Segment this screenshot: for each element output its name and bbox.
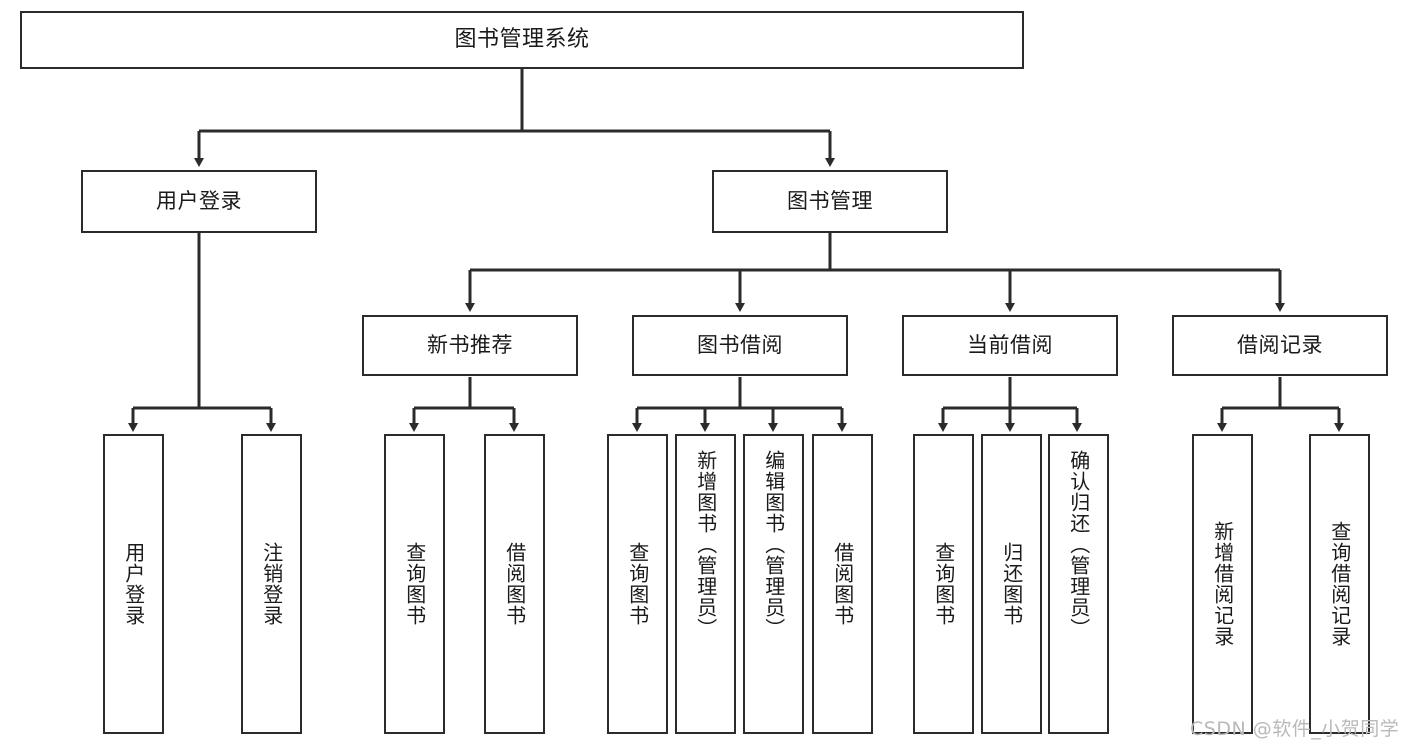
node-label: 当前借阅 <box>967 333 1053 358</box>
leaf-record-query-record[interactable]: 查询借阅记录 <box>1309 434 1370 734</box>
leaf-new-book-query-book[interactable]: 查询图书 <box>384 434 445 734</box>
node-current-borrow[interactable]: 当前借阅 <box>902 315 1118 376</box>
leaf-borrow-query-book[interactable]: 查询图书 <box>607 434 668 734</box>
node-borrow-record[interactable]: 借阅记录 <box>1172 315 1388 376</box>
leaf-borrow-borrow-book[interactable]: 借阅图书 <box>812 434 873 734</box>
node-label: 图书借阅 <box>697 333 783 358</box>
node-label: 新增图书（管理员） <box>693 450 718 639</box>
node-new-book-recommend[interactable]: 新书推荐 <box>362 315 578 376</box>
node-label: 查询借阅记录 <box>1327 521 1352 647</box>
node-label: 确认归还（管理员） <box>1066 450 1091 639</box>
leaf-new-book-borrow-book[interactable]: 借阅图书 <box>484 434 545 734</box>
node-book-borrow[interactable]: 图书借阅 <box>632 315 848 376</box>
node-label: 图书管理系统 <box>454 27 590 53</box>
leaf-borrow-edit-book-admin[interactable]: 编辑图书（管理员） <box>743 434 804 734</box>
node-label: 图书管理 <box>787 189 873 214</box>
node-root-system[interactable]: 图书管理系统 <box>20 11 1024 69</box>
node-label: 借阅图书 <box>830 542 855 626</box>
node-label: 注销登录 <box>259 542 284 626</box>
node-label: 新书推荐 <box>427 333 513 358</box>
leaf-user-login-logout[interactable]: 注销登录 <box>241 434 302 734</box>
node-label: 借阅记录 <box>1237 333 1323 358</box>
node-book-management[interactable]: 图书管理 <box>712 170 948 233</box>
leaf-record-add-record[interactable]: 新增借阅记录 <box>1192 434 1253 734</box>
csdn-watermark: CSDN @软件_小贺同学 <box>1190 718 1400 740</box>
node-label: 查询图书 <box>625 542 650 626</box>
leaf-borrow-add-book-admin[interactable]: 新增图书（管理员） <box>675 434 736 734</box>
node-user-login[interactable]: 用户登录 <box>81 170 317 233</box>
node-label: 新增借阅记录 <box>1210 521 1235 647</box>
node-label: 归还图书 <box>999 542 1024 626</box>
node-label: 用户登录 <box>156 189 242 214</box>
node-label: 借阅图书 <box>502 542 527 626</box>
leaf-current-confirm-return-admin[interactable]: 确认归还（管理员） <box>1048 434 1109 734</box>
node-label: 查询图书 <box>931 542 956 626</box>
leaf-current-query-book[interactable]: 查询图书 <box>913 434 974 734</box>
node-label: 查询图书 <box>402 542 427 626</box>
node-label: 用户登录 <box>121 542 146 626</box>
node-label: 编辑图书（管理员） <box>761 450 786 639</box>
leaf-current-return-book[interactable]: 归还图书 <box>981 434 1042 734</box>
leaf-user-login-login[interactable]: 用户登录 <box>103 434 164 734</box>
